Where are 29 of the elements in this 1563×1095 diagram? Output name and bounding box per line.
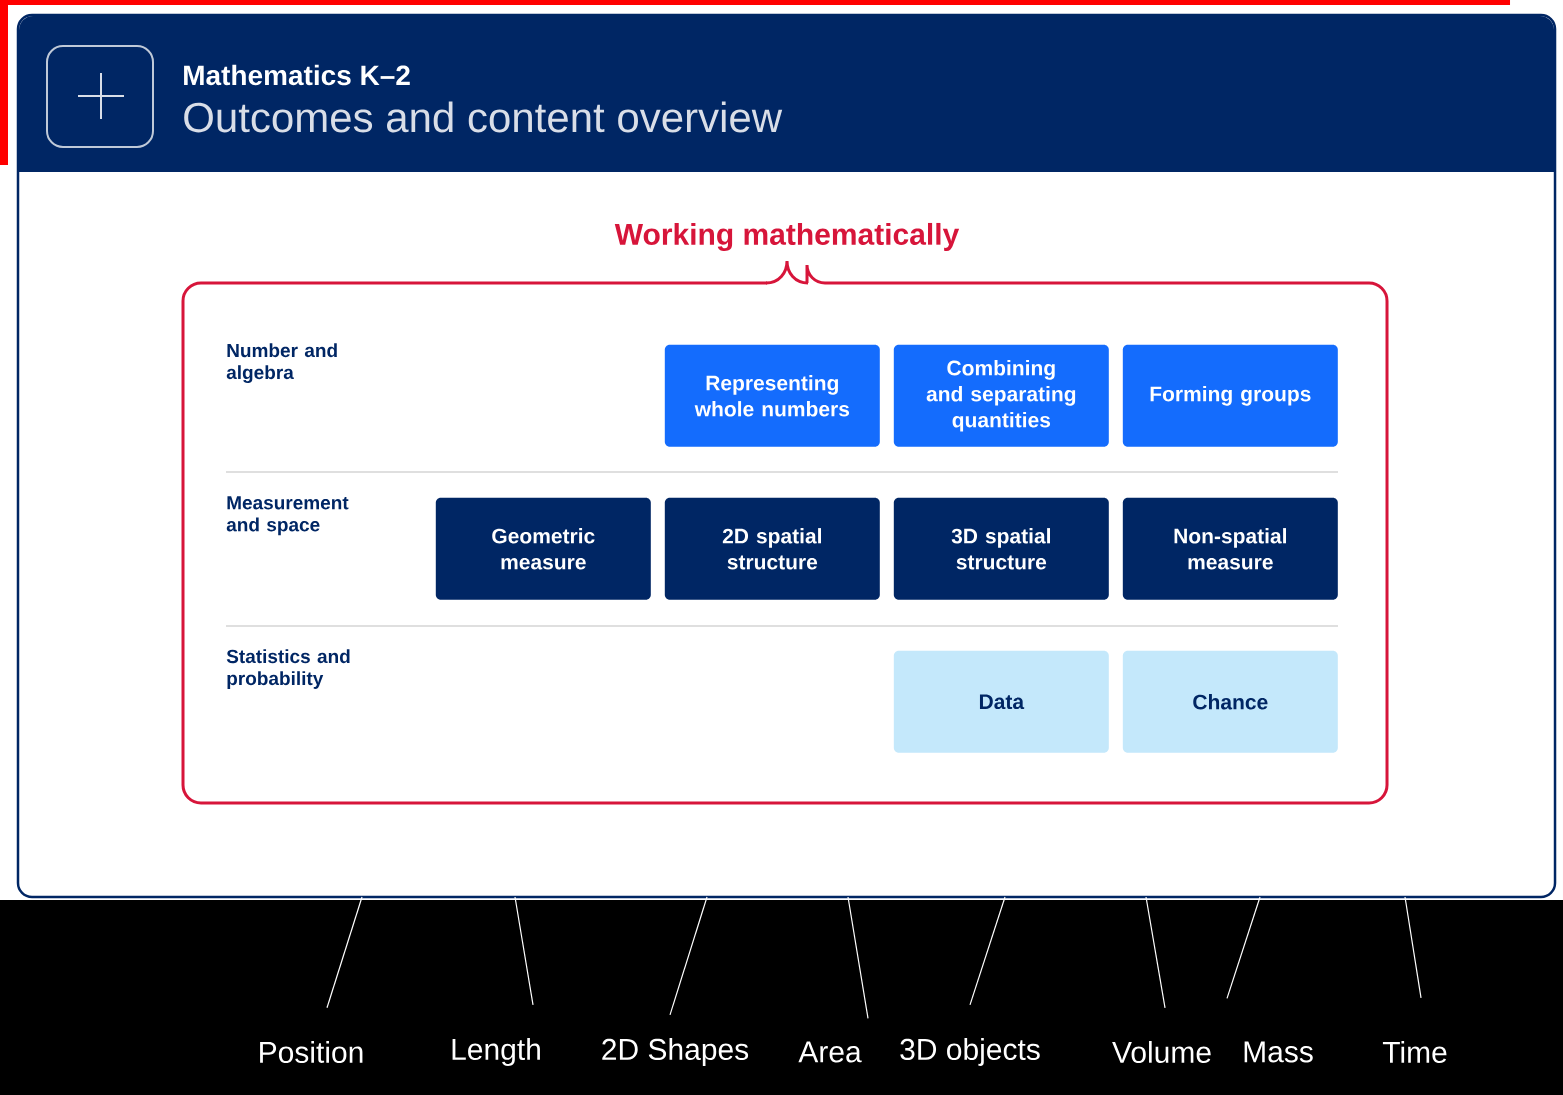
topic-box: Non-spatial measure: [1122, 497, 1338, 600]
leader-line: [669, 896, 708, 1016]
topic-label: 3D objects: [900, 1038, 1040, 1066]
topic-label: Position: [260, 1041, 363, 1063]
topic-label: 2D Shapes: [602, 1038, 749, 1066]
topic-label: Area: [798, 1041, 862, 1063]
topic-label: Mass: [1244, 1041, 1313, 1063]
leader-line: [326, 896, 363, 1009]
topic-label: Length: [452, 1038, 540, 1066]
leader-line: [1226, 896, 1261, 999]
topic-label: Time: [1382, 1041, 1447, 1063]
topic-box: Geometric measure: [435, 497, 651, 600]
topic-box: Forming groups: [1122, 344, 1338, 447]
topic-box: Data: [893, 650, 1109, 753]
row-heading: Statistics and probability: [226, 649, 350, 689]
topic-box: 2D spatial structure: [664, 497, 880, 600]
topic-box: Chance: [1122, 650, 1338, 753]
row-heading: Number and algebra: [226, 343, 337, 383]
leader-line: [1145, 896, 1166, 1009]
leader-line: [847, 896, 869, 1019]
row-heading: Measurement and space: [226, 496, 349, 536]
topic-box: Representing whole numbers: [664, 344, 880, 447]
leader-line: [969, 896, 1006, 1006]
topic-box: Combining and separating quantities: [893, 344, 1109, 447]
header-band: Mathematics K–2 Outcomes and content overview: [19, 16, 1554, 172]
topic-box: 3D spatial structure: [893, 497, 1109, 600]
topic-label: Volume: [1112, 1041, 1211, 1063]
leader-line: [1404, 896, 1422, 999]
leader-line: [514, 896, 534, 1006]
